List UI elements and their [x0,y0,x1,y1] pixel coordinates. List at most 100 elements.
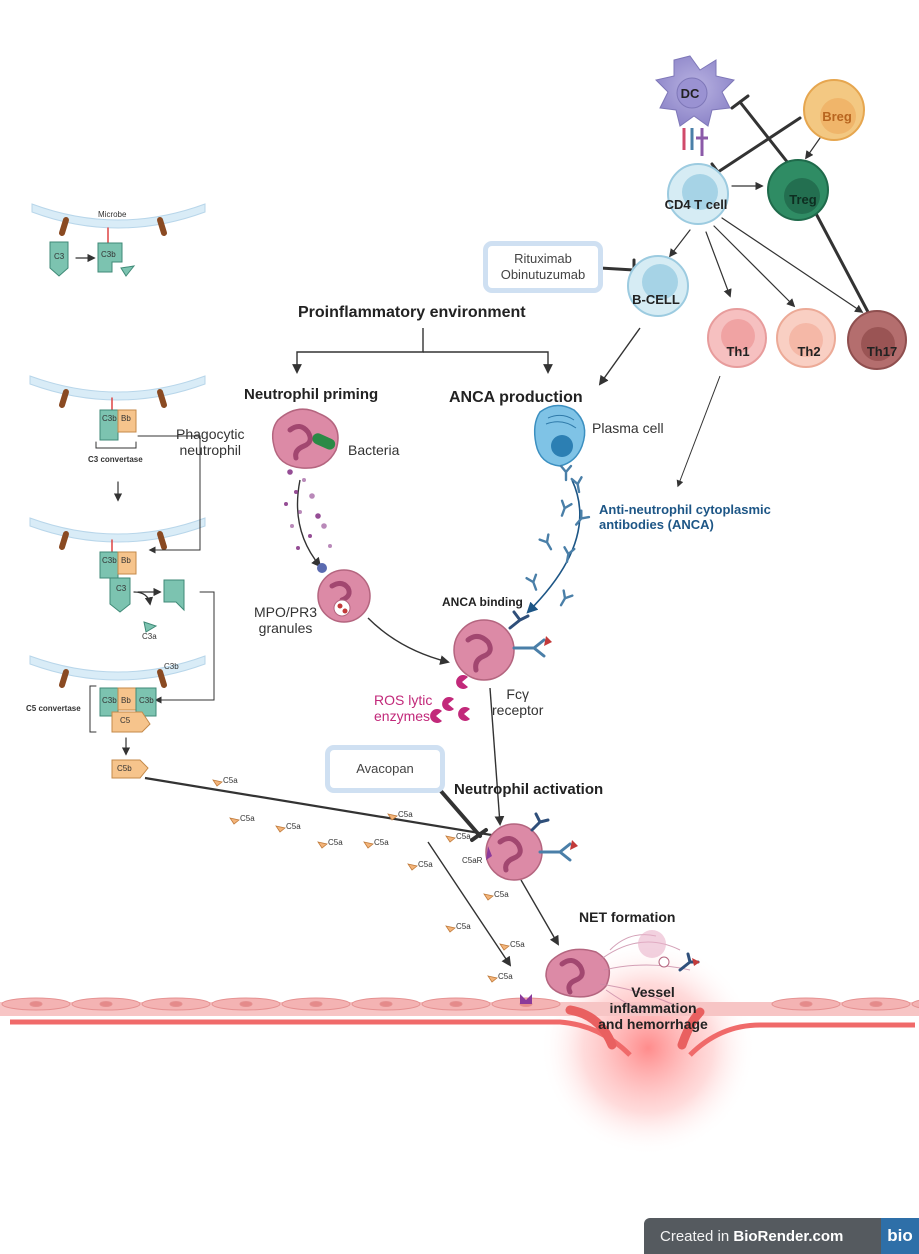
ros-enzyme-icon [458,707,470,722]
antibody-icon [563,546,576,564]
mpo-granules-label: MPO/PR3 granules [254,604,318,637]
c3b-label-d-top: C3b [164,662,179,671]
treg-label: Treg [789,192,817,207]
bb-label-b: Bb [121,414,131,423]
c5a-fragment-icon [212,779,223,787]
c5a-fragment-icon [499,943,510,951]
c5a-fragment-icon [445,925,456,933]
c5a-label: C5a [510,940,525,949]
antibody-icon [538,533,553,551]
anca-production-heading: ANCA production [449,389,583,406]
granule-dot [294,490,298,494]
ros-label: ROS lytic enzymes [374,692,433,725]
biorender-badge[interactable]: Created in BioRender.com bio [644,1218,919,1254]
granule-dot [315,513,321,519]
th1-label: Th1 [726,344,750,359]
net-formation-heading: NET formation [579,909,676,925]
c5a-fragment-icon [487,975,498,983]
c5b-label: C5b [117,764,132,773]
antibody-icons [525,464,591,607]
th2-cell [776,308,836,368]
c5a-fragment-icon [387,813,398,821]
antibody-icon [574,509,591,526]
ros-enzyme-icon [456,675,468,689]
granule-dot [302,478,306,482]
granule-dot [308,534,312,538]
primed-neutrophil [317,563,371,623]
rituximab-drug-box: Rituximab Obinutuzumab [483,241,603,293]
antibody-icon [525,573,538,591]
biorender-brand: BioRender.com [733,1227,844,1245]
granule-dot [298,510,302,514]
endothelial-nucleus [309,1001,323,1007]
c3b-label-a: C3b [101,250,116,259]
c5a-label: C5a [328,838,343,847]
c5a-fragment-icon [363,841,374,849]
granule-dot [296,546,300,550]
c5a-label: C5a [240,814,255,823]
c5a-label: C5a [456,832,471,841]
c3b-label-d2: C3b [139,696,154,705]
bacteria-icon [312,433,336,450]
cd4-tcell-label: CD4 T cell [664,197,728,212]
granule-dot [284,502,288,506]
endothelial-nucleus [799,1001,813,1007]
c5a-fragment-icon [229,817,240,825]
c5a-fragment-icon [483,893,494,901]
th2-label: Th2 [797,344,821,359]
c3b-label-d1: C3b [102,696,117,705]
anca-flow-arrow [526,479,581,614]
bacteria-label: Bacteria [348,442,400,458]
activated-neutrophil [485,812,578,881]
c5a-label: C5a [286,822,301,831]
bcell-label: B-CELL [632,292,680,307]
endothelial-nucleus [29,1001,43,1007]
neutrophil-activation-heading: Neutrophil activation [454,781,604,798]
c5a-fragment-icons [212,779,510,983]
endothelial-nucleus [169,1001,183,1007]
plasma-cell-icon [533,404,586,467]
anca-definition-label: Anti-neutrophil cytoplasmic antibodies (… [599,502,771,532]
c3b-label-c: C3b [102,556,117,565]
c5-convertase-label: C5 convertase [26,704,81,713]
endothelial-cell [911,999,919,1009]
ros-enzyme-icon [430,709,442,723]
bb-label-c: Bb [121,556,131,565]
c3-label-c: C3 [116,584,127,593]
proinflammatory-heading: Proinflammatory environment [298,304,526,321]
endothelial-nucleus [239,1001,253,1007]
net-neutrophil [545,930,700,1013]
c5a-label: C5a [498,972,513,981]
antibody-icon [560,499,573,517]
c5a-label: C5a [374,838,389,847]
antibody-icon [559,464,573,482]
breg-label: Breg [822,109,852,124]
created-in-text: Created in [660,1227,734,1245]
c3-convertase-label: C3 convertase [88,455,143,464]
treg-cell [767,159,829,221]
anca-binding-label: ANCA binding [442,595,523,609]
biorender-text: Created in BioRender.com [644,1228,843,1245]
c3-label-a: C3 [54,252,65,261]
c5ar-label: C5aR [462,856,483,865]
c5a-label: C5a [418,860,433,869]
plasma-cell-label: Plasma cell [592,420,664,436]
c5a-fragment-icon [275,825,286,833]
ros-enzyme-icon [442,697,454,711]
bb-label-d: Bb [121,696,131,705]
c5a-label: C5a [456,922,471,931]
th17-cell [847,310,907,370]
avacopan-drug-box: Avacopan [325,745,445,793]
granule-dot [321,523,327,529]
c5a-label: C5a [398,810,413,819]
c3a-label: C3a [142,632,157,641]
c5ar-receptor [520,994,532,1004]
tcell-network [438,94,870,842]
c5a-fragment-icon [317,841,328,849]
neutrophil-priming-heading: Neutrophil priming [244,386,379,403]
th17-label: Th17 [866,344,898,359]
granule-dot [328,544,332,548]
dendritic-cell-icon [655,55,735,156]
